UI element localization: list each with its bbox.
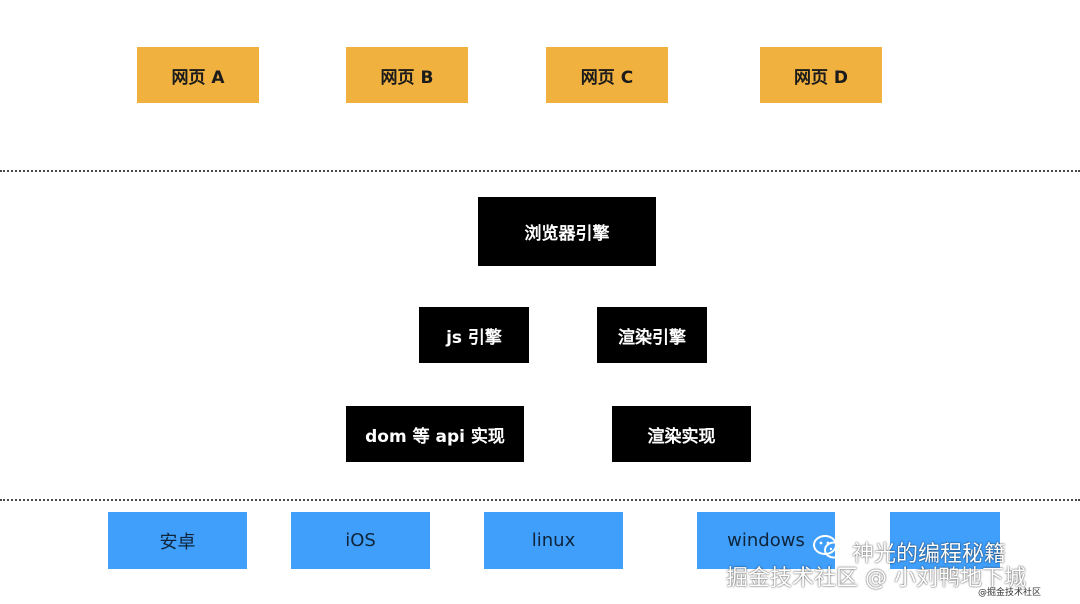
platform-linux-box: linux [484, 512, 623, 569]
platform-android-box: 安卓 [108, 512, 247, 569]
dom-api-box: dom 等 api 实现 [346, 406, 524, 462]
render-impl-box: 渲染实现 [612, 406, 751, 462]
page-a-box: 网页 A [137, 47, 259, 103]
platform-ios-box: iOS [291, 512, 430, 569]
page-b-box: 网页 B [346, 47, 468, 103]
page-c-box: 网页 C [546, 47, 668, 103]
platform-windows-box: windows [697, 512, 835, 569]
top-divider [0, 170, 1080, 172]
watermark-account-name: 神光的编程秘籍 [852, 542, 1007, 567]
render-engine-box: 渲染引擎 [597, 307, 707, 363]
page-d-box: 网页 D [760, 47, 882, 103]
js-engine-box: js 引擎 [419, 307, 529, 363]
watermark-small: @掘金技术社区 [978, 588, 1042, 598]
browser-engine-box: 浏览器引擎 [478, 197, 656, 266]
wechat-icon [813, 535, 844, 559]
watermark-source: 掘金技术社区 @ 小刘鸭地下城 [726, 566, 1026, 591]
platform-fifth-box [890, 512, 1000, 569]
bottom-divider [0, 499, 1080, 501]
